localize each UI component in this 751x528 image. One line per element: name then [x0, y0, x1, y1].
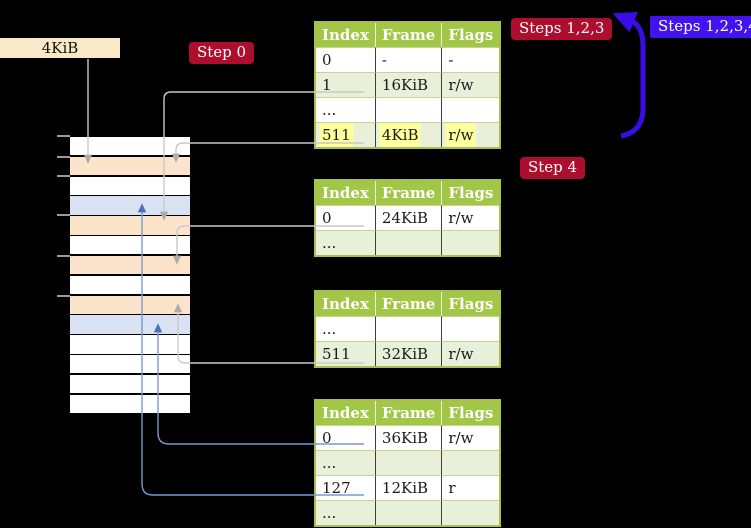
cell-frame: 32KiB [375, 341, 443, 366]
table-row: ... [316, 97, 500, 122]
column-header-index: Index [316, 401, 376, 425]
step0-badge: Step 0 [189, 42, 255, 64]
cell-index: 0 [316, 205, 376, 230]
cell-index: 0 [316, 425, 376, 450]
memory-frame-row-peach [70, 156, 190, 176]
arrow-steps-big-blue [612, 12, 646, 139]
cell-frame: 12KiB [375, 475, 443, 500]
cell-index: ... [316, 316, 376, 341]
table-row: ... [316, 450, 500, 475]
cell-flags [442, 316, 500, 341]
cell-index: ... [316, 97, 376, 122]
cell-frame [375, 97, 443, 122]
highlighted-value: 4KiB [381, 126, 419, 144]
memory-tick [57, 135, 70, 137]
cell-index: 511 [316, 122, 376, 147]
memory-frame-row-white [70, 236, 190, 255]
memory-frame-row-peach [70, 216, 190, 235]
memory-tick [57, 255, 70, 257]
table-row: ... [316, 316, 500, 341]
memory-frame-row-white [70, 275, 190, 295]
page-size-label: 4KiB [0, 38, 120, 58]
cell-index: ... [316, 500, 376, 525]
column-header-frame: Frame [375, 23, 443, 47]
cell-index: 127 [316, 475, 376, 500]
column-header-frame: Frame [375, 292, 443, 316]
memory-frame-row-blue [70, 315, 190, 334]
cell-frame [375, 230, 443, 255]
column-header-index: Index [316, 181, 376, 205]
column-header-flags: Flags [442, 181, 500, 205]
cell-flags: r/w [442, 341, 500, 366]
memory-frame-row-white [70, 394, 190, 414]
memory-frame-row-white [70, 335, 190, 354]
memory-tick [57, 156, 70, 158]
cell-frame: - [375, 47, 443, 72]
memory-tick [57, 175, 70, 177]
column-header-flags: Flags [442, 23, 500, 47]
memory-frame-row-white [70, 176, 190, 195]
table-row: ... [316, 500, 500, 525]
table-row: 511 4KiB r/w [316, 122, 500, 147]
cell-index: 511 [316, 341, 376, 366]
cell-flags: r [442, 475, 500, 500]
memory-frame-row-blue [70, 196, 190, 215]
cell-index: 1 [316, 72, 376, 97]
column-header-index: Index [316, 292, 376, 316]
cell-flags [442, 450, 500, 475]
highlighted-value: 511 [322, 126, 351, 144]
cell-flags: r/w [442, 122, 500, 147]
memory-frame-row-peach [70, 255, 190, 275]
cell-index: ... [316, 450, 376, 475]
highlighted-value: r/w [448, 126, 474, 144]
column-header-frame: Frame [375, 401, 443, 425]
cell-flags [442, 97, 500, 122]
memory-frame-row-peach [70, 295, 190, 314]
cell-frame: 4KiB [375, 122, 443, 147]
cell-index: 0 [316, 47, 376, 72]
column-header-frame: Frame [375, 181, 443, 205]
cell-flags: r/w [442, 205, 500, 230]
cell-flags [442, 230, 500, 255]
memory-frame-row-white [70, 137, 190, 156]
step4-badge: Step 4 [520, 157, 586, 179]
steps123-badge: Steps 1,2,3 [511, 18, 613, 40]
cell-index: ... [316, 230, 376, 255]
cell-frame: 24KiB [375, 205, 443, 230]
cell-frame [375, 316, 443, 341]
cell-frame [375, 500, 443, 525]
cell-frame [375, 450, 443, 475]
physical-memory-column [70, 137, 190, 414]
table-row: 0-- [316, 47, 500, 72]
cell-frame: 16KiB [375, 72, 443, 97]
memory-frame-row-white [70, 374, 190, 394]
cell-flags: r/w [442, 425, 500, 450]
cell-flags: r/w [442, 72, 500, 97]
memory-tick [57, 295, 70, 297]
table-row: ... [316, 230, 500, 255]
cell-flags: - [442, 47, 500, 72]
memory-tick [57, 214, 70, 216]
cell-frame: 36KiB [375, 425, 443, 450]
column-header-index: Index [316, 23, 376, 47]
column-header-flags: Flags [442, 292, 500, 316]
steps1234-badge: Steps 1,2,3,4 [650, 16, 751, 38]
column-header-flags: Flags [442, 401, 500, 425]
cell-flags [442, 500, 500, 525]
memory-frame-row-white [70, 355, 190, 374]
